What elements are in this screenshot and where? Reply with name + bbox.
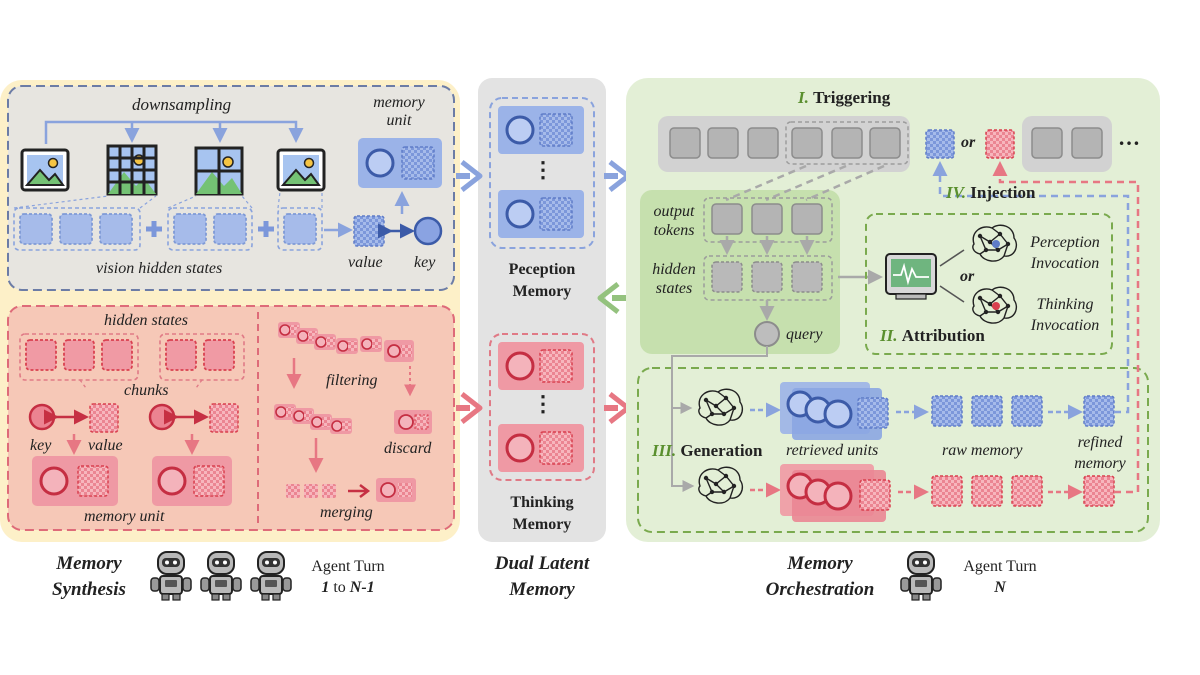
image-grid-4x4-icon — [106, 144, 158, 196]
label-value-bottom: value — [88, 437, 123, 454]
label-vision-hidden-states: vision hidden states — [96, 260, 223, 277]
label-key: key — [414, 254, 436, 271]
robot-icon-4 — [900, 551, 942, 601]
label-or-mid: or — [960, 268, 975, 285]
label-dots: … — [1118, 125, 1140, 150]
robot-icon-2 — [200, 551, 242, 601]
caption-agent-turn-right: Agent Turn N — [963, 558, 1037, 596]
caption-agent-turn-left: Agent Turn 1 to N-1 — [311, 558, 385, 596]
label-triggering: I. Triggering — [798, 88, 891, 107]
label-downsampling: downsampling — [132, 95, 232, 114]
robot-icon-3 — [250, 551, 292, 601]
label-generation: III. Generation — [652, 441, 763, 460]
robot-icon-1 — [150, 551, 192, 601]
label-chunks: chunks — [124, 382, 169, 399]
caption-memory-synthesis: Memory Synthesis — [52, 553, 126, 600]
label-hidden-states-right: hidden states — [652, 261, 696, 297]
label-merging: merging — [320, 504, 373, 521]
ellipsis-perception: ⋮ — [532, 157, 554, 182]
label-raw-memory: raw memory — [942, 442, 1023, 459]
label-hidden-states-left: hidden states — [104, 312, 188, 329]
label-memory-unit-bottom: memory unit — [84, 508, 165, 525]
label-perception-invocation: Perception Invocation — [1030, 234, 1100, 272]
label-query: query — [786, 326, 823, 343]
label-retrieved-units: retrieved units — [786, 442, 879, 459]
image-grid-2x2-icon — [194, 146, 244, 196]
monitor-icon — [885, 253, 937, 300]
label-memory-unit-top: memory unit — [373, 94, 425, 129]
caption-dual-latent-memory: Dual Latent Memory — [494, 553, 590, 600]
ellipsis-thinking: ⋮ — [532, 391, 554, 416]
label-discard: discard — [384, 440, 432, 457]
label-thinking-memory: Thinking Memory — [510, 494, 574, 533]
label-filtering: filtering — [326, 372, 378, 389]
label-attribution: II. Attribution — [880, 326, 985, 345]
label-refined-memory: refined memory — [1074, 434, 1126, 472]
image-icon — [20, 148, 70, 192]
label-key-bottom: key — [30, 437, 52, 454]
label-injection: IV. Injection — [946, 183, 1036, 202]
label-output-tokens: output tokens — [653, 203, 695, 239]
label-thinking-invocation: Thinking Invocation — [1030, 296, 1100, 334]
label-perception-memory: Peception Memory — [508, 261, 576, 300]
label-value: value — [348, 254, 383, 271]
caption-memory-orchestration: Memory Orchestration — [765, 553, 875, 600]
image-icon-small — [276, 148, 326, 192]
label-or-top: or — [961, 134, 976, 151]
